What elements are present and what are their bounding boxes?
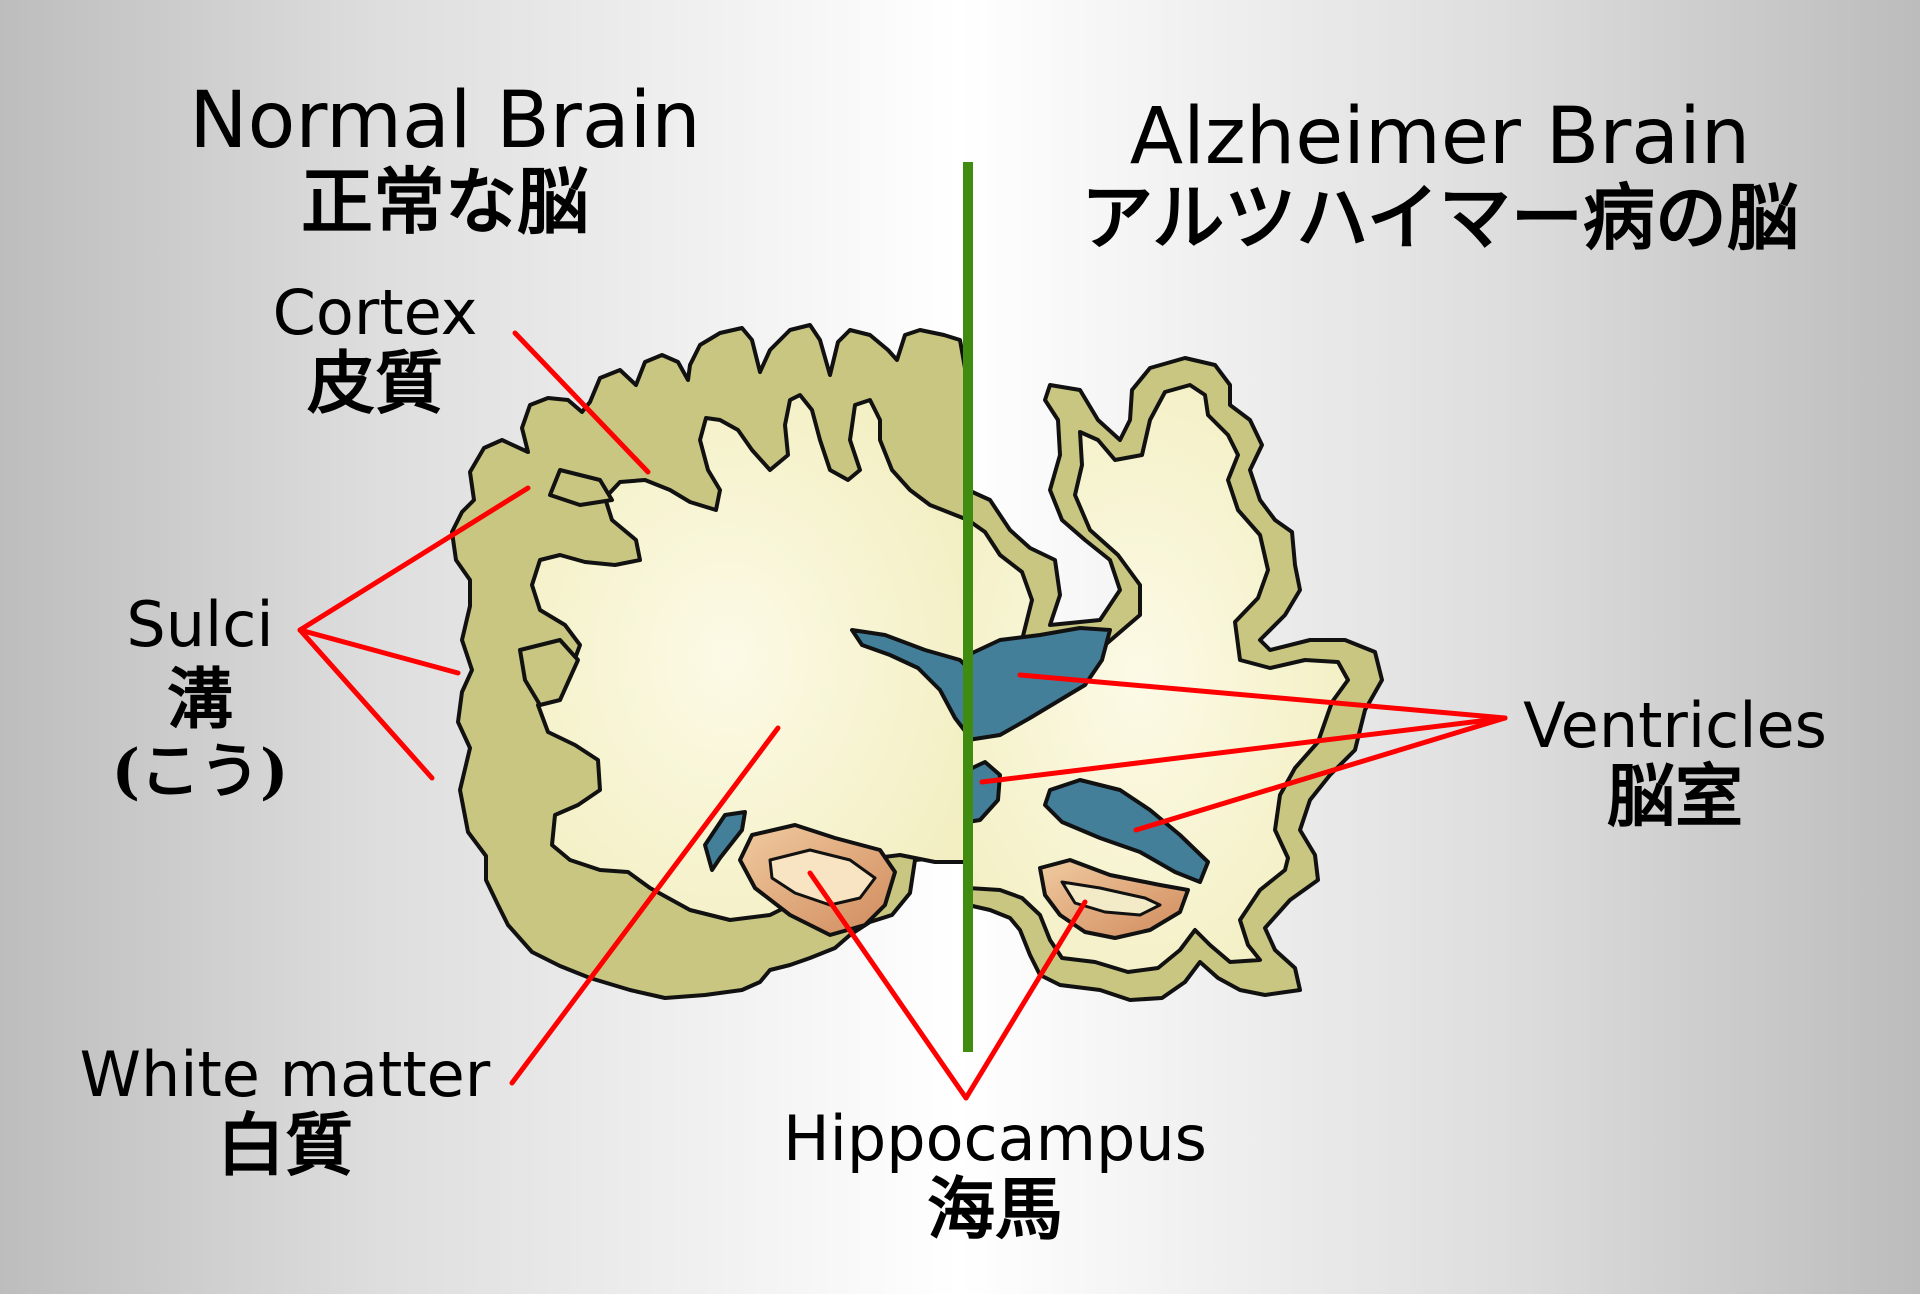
label-white-matter-en: White matter — [79, 1038, 491, 1111]
label-sulci-jp: 溝 — [167, 660, 233, 738]
normal-ventricle-upper — [850, 628, 970, 737]
normal-sulcus-1 — [548, 468, 614, 507]
label-cortex-en: Cortex — [272, 276, 478, 349]
label-cortex-jp: 皮質 — [306, 344, 443, 424]
label-hippocampus: Hippocampus 海馬 — [755, 1102, 1235, 1250]
label-hippocampus-jp: 海馬 — [926, 1170, 1063, 1250]
pointer-hippocampus-normal — [807, 870, 969, 1101]
title-alzheimer-brain: Alzheimer Brain アルツハイマー病の脳 — [1040, 98, 1840, 254]
normal-brain — [450, 323, 970, 1000]
pointer-ventricle-2 — [979, 715, 1508, 785]
label-sulci-en: Sulci — [126, 588, 274, 661]
pointer-ventricle-1 — [1017, 672, 1508, 721]
pointer-white-matter — [509, 725, 781, 1086]
alzheimer-hippocampus-inner — [1060, 880, 1162, 917]
title-alzheimer-jp: アルツハイマー病の脳 — [1081, 175, 1799, 260]
alzheimer-brain — [966, 356, 1384, 1002]
label-ventricles: Ventricles 脳室 — [1510, 689, 1840, 837]
title-alzheimer-en: Alzheimer Brain — [1129, 92, 1751, 182]
alzheimer-ventricle-lower — [1043, 778, 1210, 884]
normal-ventricle-lower — [703, 810, 747, 872]
label-hippocampus-en: Hippocampus — [783, 1102, 1207, 1175]
title-normal-jp: 正常な脳 — [300, 159, 589, 244]
label-ventricles-en: Ventricles — [1523, 689, 1827, 762]
label-sulci-reading: (こう) — [111, 737, 289, 807]
label-white-matter: White matter 白質 — [55, 1038, 515, 1186]
pointer-cortex — [512, 330, 651, 475]
label-cortex: Cortex 皮質 — [255, 276, 495, 424]
title-normal-en: Normal Brain — [189, 76, 701, 166]
pointer-hippocampus-alz — [963, 899, 1088, 1101]
title-normal-brain: Normal Brain 正常な脳 — [160, 82, 730, 238]
pointer-lines — [297, 330, 1508, 1101]
pointer-ventricle-3 — [1133, 715, 1508, 833]
normal-white-matter — [530, 393, 970, 922]
label-ventricles-jp: 脳室 — [1606, 757, 1743, 837]
normal-hippocampus-inner — [768, 848, 877, 907]
label-sulci: Sulci 溝 (こう) — [100, 588, 300, 807]
normal-sulcus-2 — [518, 638, 580, 707]
label-white-matter-jp: 白質 — [216, 1106, 353, 1186]
alzheimer-ventricle-upper — [966, 626, 1112, 742]
pointer-sulci-1 — [297, 485, 531, 633]
pointer-sulci-3 — [297, 627, 435, 781]
alzheimer-white-matter — [966, 383, 1350, 974]
pointer-sulci-2 — [297, 627, 461, 676]
